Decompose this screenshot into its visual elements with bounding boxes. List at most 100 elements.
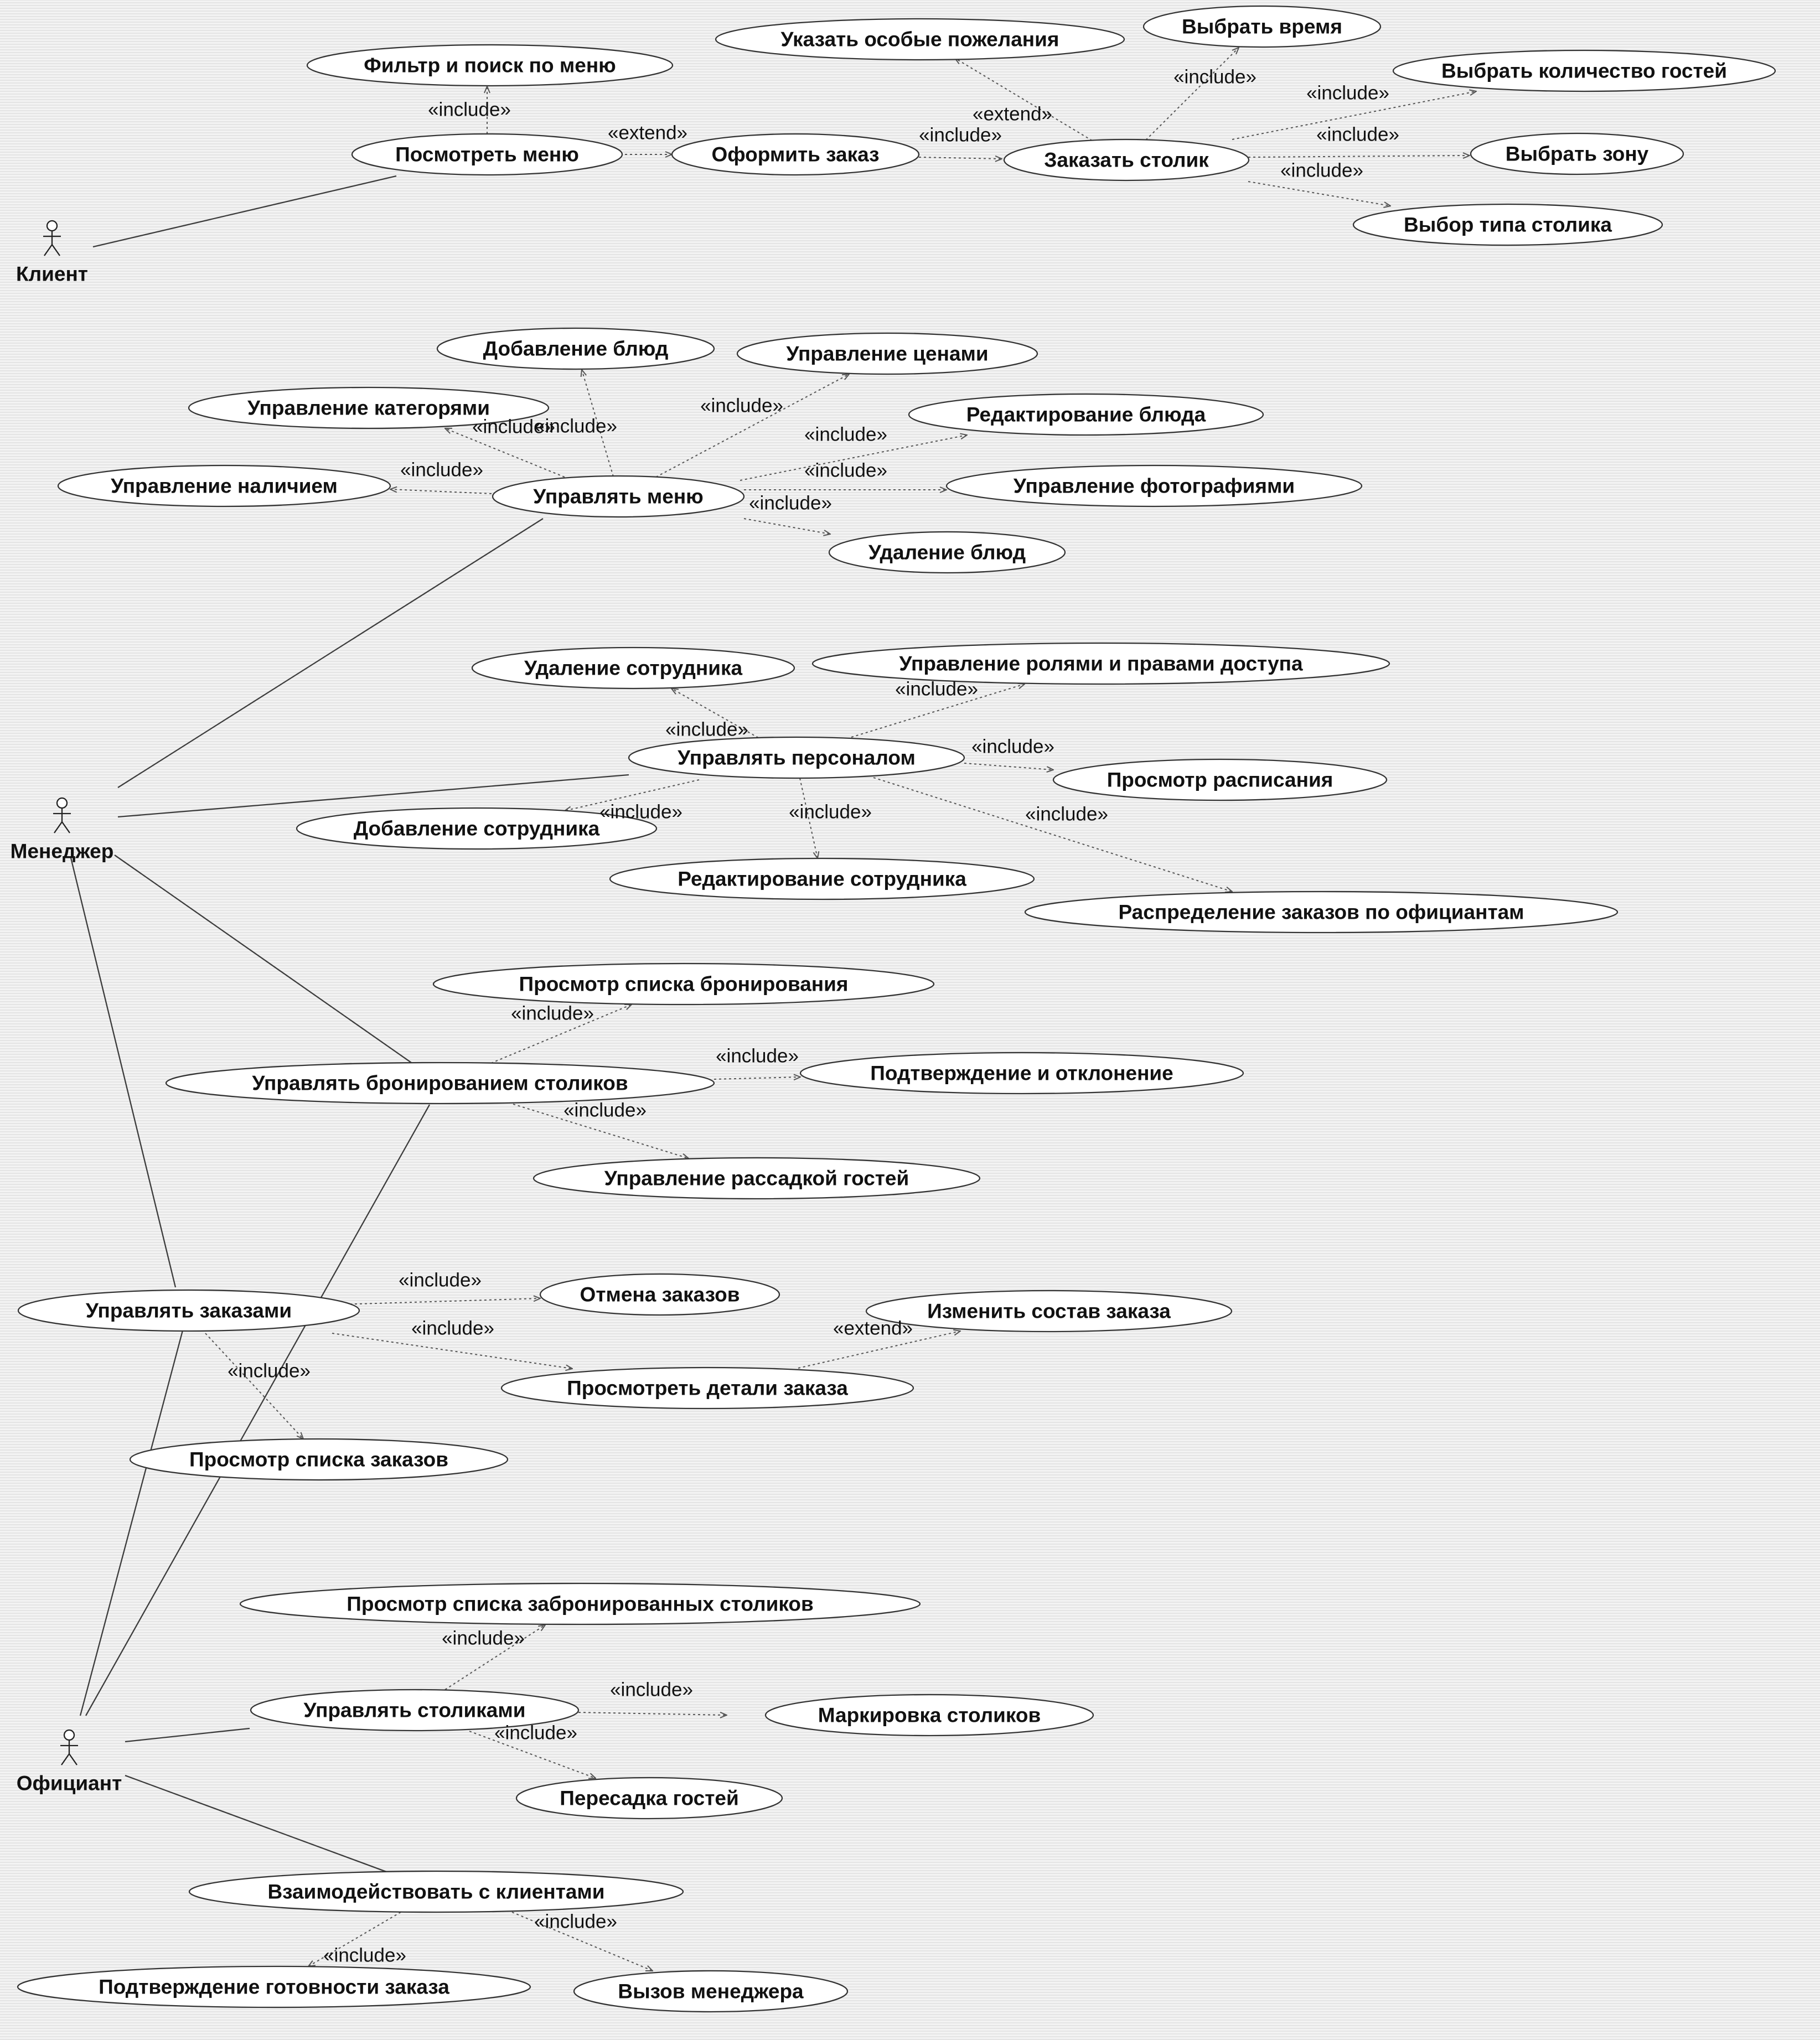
use-case-label: Выбрать время <box>1182 15 1342 38</box>
use-case-add-employee[interactable]: Добавление сотрудника <box>296 807 658 850</box>
use-case-manage-orders[interactable]: Управлять заказами <box>17 1289 360 1332</box>
include-arrow-book-table-guest-count <box>1232 91 1476 140</box>
use-case-view-menu[interactable]: Посмотреть меню <box>351 133 623 176</box>
use-case-change-order[interactable]: Изменить состав заказа <box>865 1290 1233 1333</box>
use-case-reseat-guests[interactable]: Пересадка гостей <box>515 1777 783 1820</box>
use-case-filter[interactable]: Фильтр и поиск по меню <box>306 44 674 87</box>
actor-name: Официант <box>17 1772 122 1795</box>
use-case-ellipse <box>945 464 1363 508</box>
use-case-ellipse <box>736 332 1038 375</box>
extend-label: «extend» <box>833 1318 913 1339</box>
use-case-table-type[interactable]: Выбор типа столика <box>1352 203 1663 246</box>
use-case-label: Просмотр списка заказов <box>189 1448 448 1471</box>
use-case-price-mgmt[interactable]: Управление ценами <box>736 332 1038 375</box>
use-case-ellipse <box>57 464 391 508</box>
use-case-special-wishes[interactable]: Указать особые пожелания <box>715 18 1125 61</box>
use-case-ellipse <box>165 1062 715 1105</box>
include-arrow-manage-orders-order-list <box>205 1333 303 1439</box>
use-case-ellipse <box>436 327 715 370</box>
use-case-edit-employee[interactable]: Редактирование сотрудника <box>609 857 1035 900</box>
use-case-booking-list[interactable]: Просмотр списка бронирования <box>432 962 935 1006</box>
use-case-assign-orders[interactable]: Распределение заказов по официантам <box>1024 890 1619 934</box>
include-arrow-manage-tables-mark-tables <box>578 1712 727 1715</box>
use-case-cancel-orders[interactable]: Отмена заказов <box>539 1273 780 1316</box>
use-case-book-table[interactable]: Заказать столик <box>1003 138 1250 182</box>
extend-label: «extend» <box>608 122 687 144</box>
association-manager-manage-menu <box>117 518 544 788</box>
use-case-order-details[interactable]: Просмотреть детали заказа <box>500 1366 914 1410</box>
use-case-manage-tables[interactable]: Управлять столиками <box>250 1689 580 1732</box>
use-case-photo-mgmt[interactable]: Управление фотографиями <box>945 464 1363 508</box>
use-case-add-dishes[interactable]: Добавление блюд <box>436 327 715 370</box>
use-case-ellipse <box>188 1870 684 1913</box>
include-label: «include» <box>804 460 887 481</box>
use-case-ellipse <box>239 1582 921 1625</box>
use-case-label: Взаимодействовать с клиентами <box>267 1881 604 1903</box>
use-case-ellipse <box>1352 203 1663 246</box>
include-arrow-manage-menu-price-mgmt <box>655 374 849 478</box>
use-case-availability[interactable]: Управление наличием <box>57 464 391 508</box>
use-case-delete-employee[interactable]: Удаление сотрудника <box>471 646 795 690</box>
use-case-ellipse <box>715 18 1125 61</box>
association-client-view-menu <box>92 175 397 248</box>
actor-manager[interactable]: Менеджер <box>11 797 114 863</box>
use-case-choose-time[interactable]: Выбрать время <box>1142 5 1382 48</box>
actor-name: Клиент <box>16 263 88 286</box>
actor-client[interactable]: Клиент <box>16 220 88 286</box>
use-case-roles-rights[interactable]: Управление ролями и правами доступа <box>811 642 1390 685</box>
use-case-label: Управлять персоналом <box>678 747 916 769</box>
association-lines <box>70 175 629 1873</box>
include-arrow-manage-menu-edit-dish <box>740 435 967 481</box>
include-arrow-manage-staff-delete-employee <box>671 688 759 738</box>
use-case-ellipse <box>908 393 1264 436</box>
include-label: «include» <box>919 125 1002 146</box>
use-case-order-ready[interactable]: Подтверждение готовности заказа <box>17 1965 531 2008</box>
use-case-place-order[interactable]: Оформить заказ <box>671 133 920 176</box>
include-arrow-book-table-choose-time <box>1145 48 1239 141</box>
use-case-manage-booking[interactable]: Управлять бронированием столиков <box>165 1062 715 1105</box>
use-case-label: Управлять заказами <box>86 1299 292 1322</box>
include-label: «include» <box>1173 66 1257 88</box>
include-label: «include» <box>323 1945 406 1966</box>
use-case-ellipse <box>573 1970 849 2013</box>
use-case-ellipse <box>250 1689 580 1732</box>
actor-waiter[interactable]: Официант <box>17 1729 122 1795</box>
use-case-order-list[interactable]: Просмотр списка заказов <box>129 1438 509 1481</box>
use-case-booked-tables[interactable]: Просмотр списка забронированных столиков <box>239 1582 921 1625</box>
use-case-call-manager[interactable]: Вызов менеджера <box>573 1970 849 2013</box>
use-case-edit-dish[interactable]: Редактирование блюда <box>908 393 1264 436</box>
use-case-choose-zone[interactable]: Выбрать зону <box>1470 132 1684 175</box>
use-case-seating[interactable]: Управление рассадкой гостей <box>532 1157 981 1200</box>
use-case-ellipse <box>432 962 935 1006</box>
use-case-ellipse <box>471 646 795 690</box>
use-case-delete-dish[interactable]: Удаление блюд <box>828 531 1066 574</box>
association-waiter-manage-tables <box>125 1727 250 1743</box>
include-label: «include» <box>599 801 682 823</box>
use-case-ellipse <box>296 807 658 850</box>
use-case-confirm-reject[interactable]: Подтверждение и отклонение <box>799 1052 1244 1095</box>
include-label: «include» <box>534 416 617 437</box>
use-case-label: Просмотреть детали заказа <box>567 1377 848 1400</box>
use-case-manage-menu[interactable]: Управлять меню <box>492 475 745 518</box>
use-case-guest-count[interactable]: Выбрать количество гостей <box>1392 49 1776 92</box>
use-case-ellipse <box>609 857 1035 900</box>
use-case-label: Редактирование сотрудника <box>678 868 966 890</box>
use-case-manage-staff[interactable]: Управлять персоналом <box>628 736 965 779</box>
use-case-label: Оформить заказ <box>711 143 879 166</box>
use-case-interact-clients[interactable]: Взаимодействовать с клиентами <box>188 1870 684 1913</box>
use-case-label: Редактирование блюда <box>966 403 1206 426</box>
use-case-view-schedule[interactable]: Просмотр расписания <box>1052 758 1388 801</box>
use-case-ellipse <box>799 1052 1244 1095</box>
dependency-arrows <box>205 48 1476 1971</box>
use-case-ellipse <box>492 475 745 518</box>
include-label: «include» <box>716 1045 799 1067</box>
include-label: «include» <box>472 416 555 438</box>
use-case-ellipse <box>500 1366 914 1410</box>
include-arrow-manage-staff-edit-employee <box>799 778 818 858</box>
use-case-mark-tables[interactable]: Маркировка столиков <box>764 1694 1094 1737</box>
use-case-label: Выбор типа столика <box>1404 214 1612 236</box>
include-label: «include» <box>1306 82 1389 104</box>
use-case-ellipse <box>17 1965 531 2008</box>
use-case-label: Подтверждение готовности заказа <box>99 1976 449 1998</box>
use-case-category-mgmt[interactable]: Управление категорями <box>188 386 550 429</box>
